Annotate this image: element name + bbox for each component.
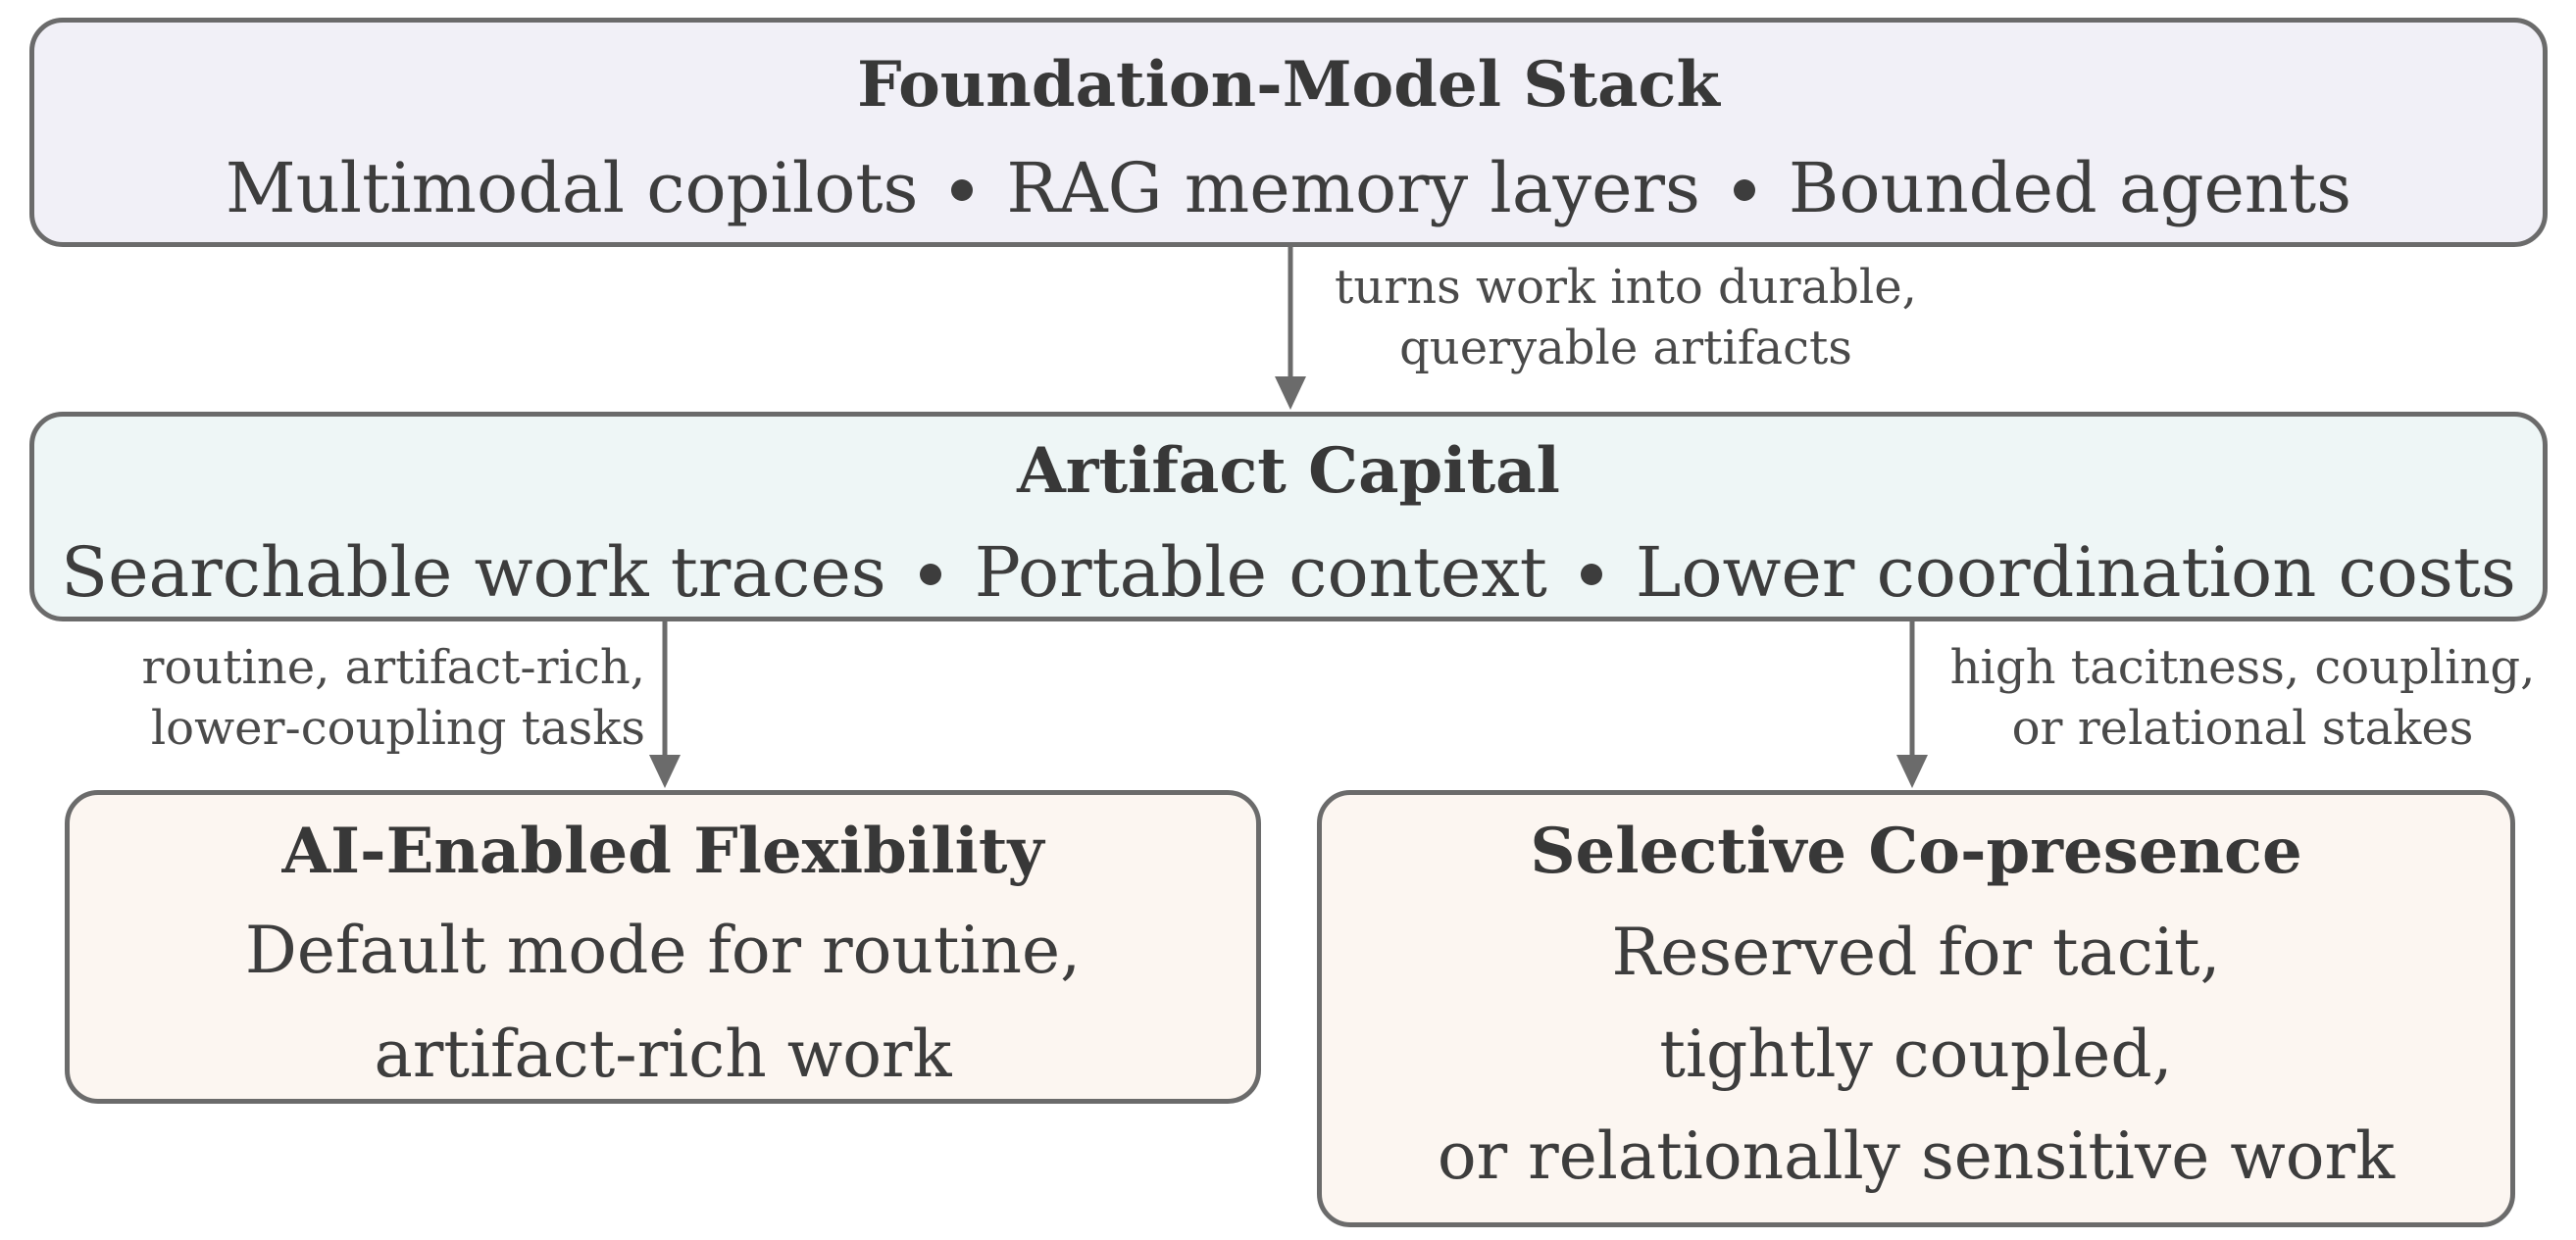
node-title: AI-Enabled Flexibility	[281, 815, 1044, 888]
node-line: Reserved for tacit,	[1611, 915, 2221, 990]
node-title: Foundation-Model Stack	[857, 48, 1720, 122]
node-item: Lower coordination costs	[1635, 532, 2516, 613]
node-item: Searchable work traces	[61, 532, 886, 613]
arrow-capital-to-flexibility	[649, 621, 681, 788]
node-title: Selective Co-presence	[1530, 815, 2302, 888]
node-foundation-model-stack: Foundation-Model Stack Multimodal copilo…	[29, 18, 2548, 247]
bullet-icon	[919, 564, 941, 585]
edge-label-line: queryable artifacts	[1399, 321, 1852, 375]
node-line: Default mode for routine,	[244, 913, 1082, 988]
node-item: RAG memory layers	[1006, 148, 1700, 228]
bullet-icon	[951, 179, 974, 201]
edge-label-line: high tacitness, coupling,	[1949, 640, 2536, 695]
node-line: or relationally sensitive work	[1437, 1118, 2396, 1194]
edge-label-line: lower-coupling tasks	[150, 701, 645, 756]
bullet-icon	[1733, 179, 1755, 201]
arrow-stack-to-capital	[1275, 247, 1306, 410]
bullet-icon	[1580, 564, 1602, 585]
node-item: Multimodal copilots	[225, 148, 919, 228]
edge-label-line: routine, artifact-rich,	[141, 640, 645, 695]
node-ai-enabled-flexibility: AI-Enabled Flexibility Default mode for …	[65, 790, 1261, 1104]
node-line: artifact-rich work	[374, 1017, 952, 1092]
edge-label-capital-to-copresence: high tacitness, coupling, or relational …	[1934, 637, 2551, 759]
edge-label-line: or relational stakes	[2011, 701, 2474, 756]
node-item: Bounded agents	[1788, 148, 2352, 228]
node-selective-co-presence: Selective Co-presence Reserved for tacit…	[1317, 790, 2515, 1227]
node-title: Artifact Capital	[1017, 434, 1560, 508]
edge-label-line: turns work into durable,	[1335, 260, 1917, 315]
arrow-capital-to-copresence	[1896, 621, 1928, 788]
edge-label-stack-to-capital: turns work into durable, queryable artif…	[1312, 257, 1940, 378]
node-item: Portable context	[974, 532, 1547, 613]
node-line: tightly coupled,	[1659, 1017, 2173, 1092]
edge-label-capital-to-flexibility: routine, artifact-rich, lower-coupling t…	[76, 637, 645, 759]
